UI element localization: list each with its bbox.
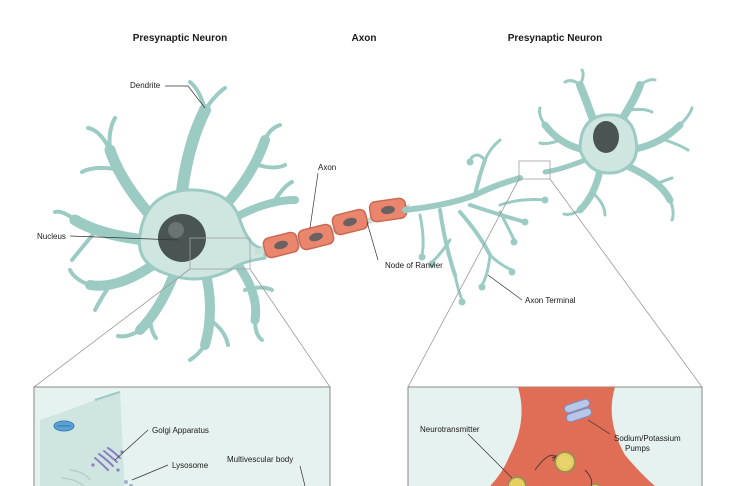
label-sodium-potassium-pumps-line2: Pumps [625,444,650,453]
label-multivesicular-body: Multivescular body [227,455,293,464]
golgi-apparatus-icon [91,447,124,472]
right-zoom-box [518,160,551,180]
label-dendrite: Dendrite [130,81,161,90]
axon-myelin [254,197,411,259]
terminal-boutons [418,158,549,306]
axon-terminal-branches [402,138,547,302]
header-left: Presynaptic Neuron [133,33,227,44]
vesicle-icon [507,451,602,486]
label-axon-terminal: Axon Terminal [525,296,576,305]
header-center: Axon [352,33,377,44]
label-node-of-ranvier: Node of Ranvier [385,261,443,270]
header-right: Presynaptic Neuron [508,33,602,44]
label-axon: Axon [318,163,336,172]
label-sodium-potassium-pumps-line1: Sodium/Potassium [614,434,681,443]
right-inset [407,386,703,486]
mitochondria-icon [53,420,75,432]
label-golgi-apparatus: Golgi Apparatus [152,426,209,435]
label-nucleus: Nucleus [37,232,66,241]
zoom-guides [33,178,703,388]
leader-lines [69,85,523,301]
right-nucleus-icon [593,121,619,153]
left-zoom-box [189,237,251,270]
right-neuron-body [578,113,639,175]
label-neurotransmitter: Neurotransmitter [420,425,480,434]
left-inset [33,386,331,486]
label-lysosome: Lysosome [172,461,209,470]
left-neuron-body [137,188,267,281]
sodium-potassium-pump-icon [563,398,593,423]
